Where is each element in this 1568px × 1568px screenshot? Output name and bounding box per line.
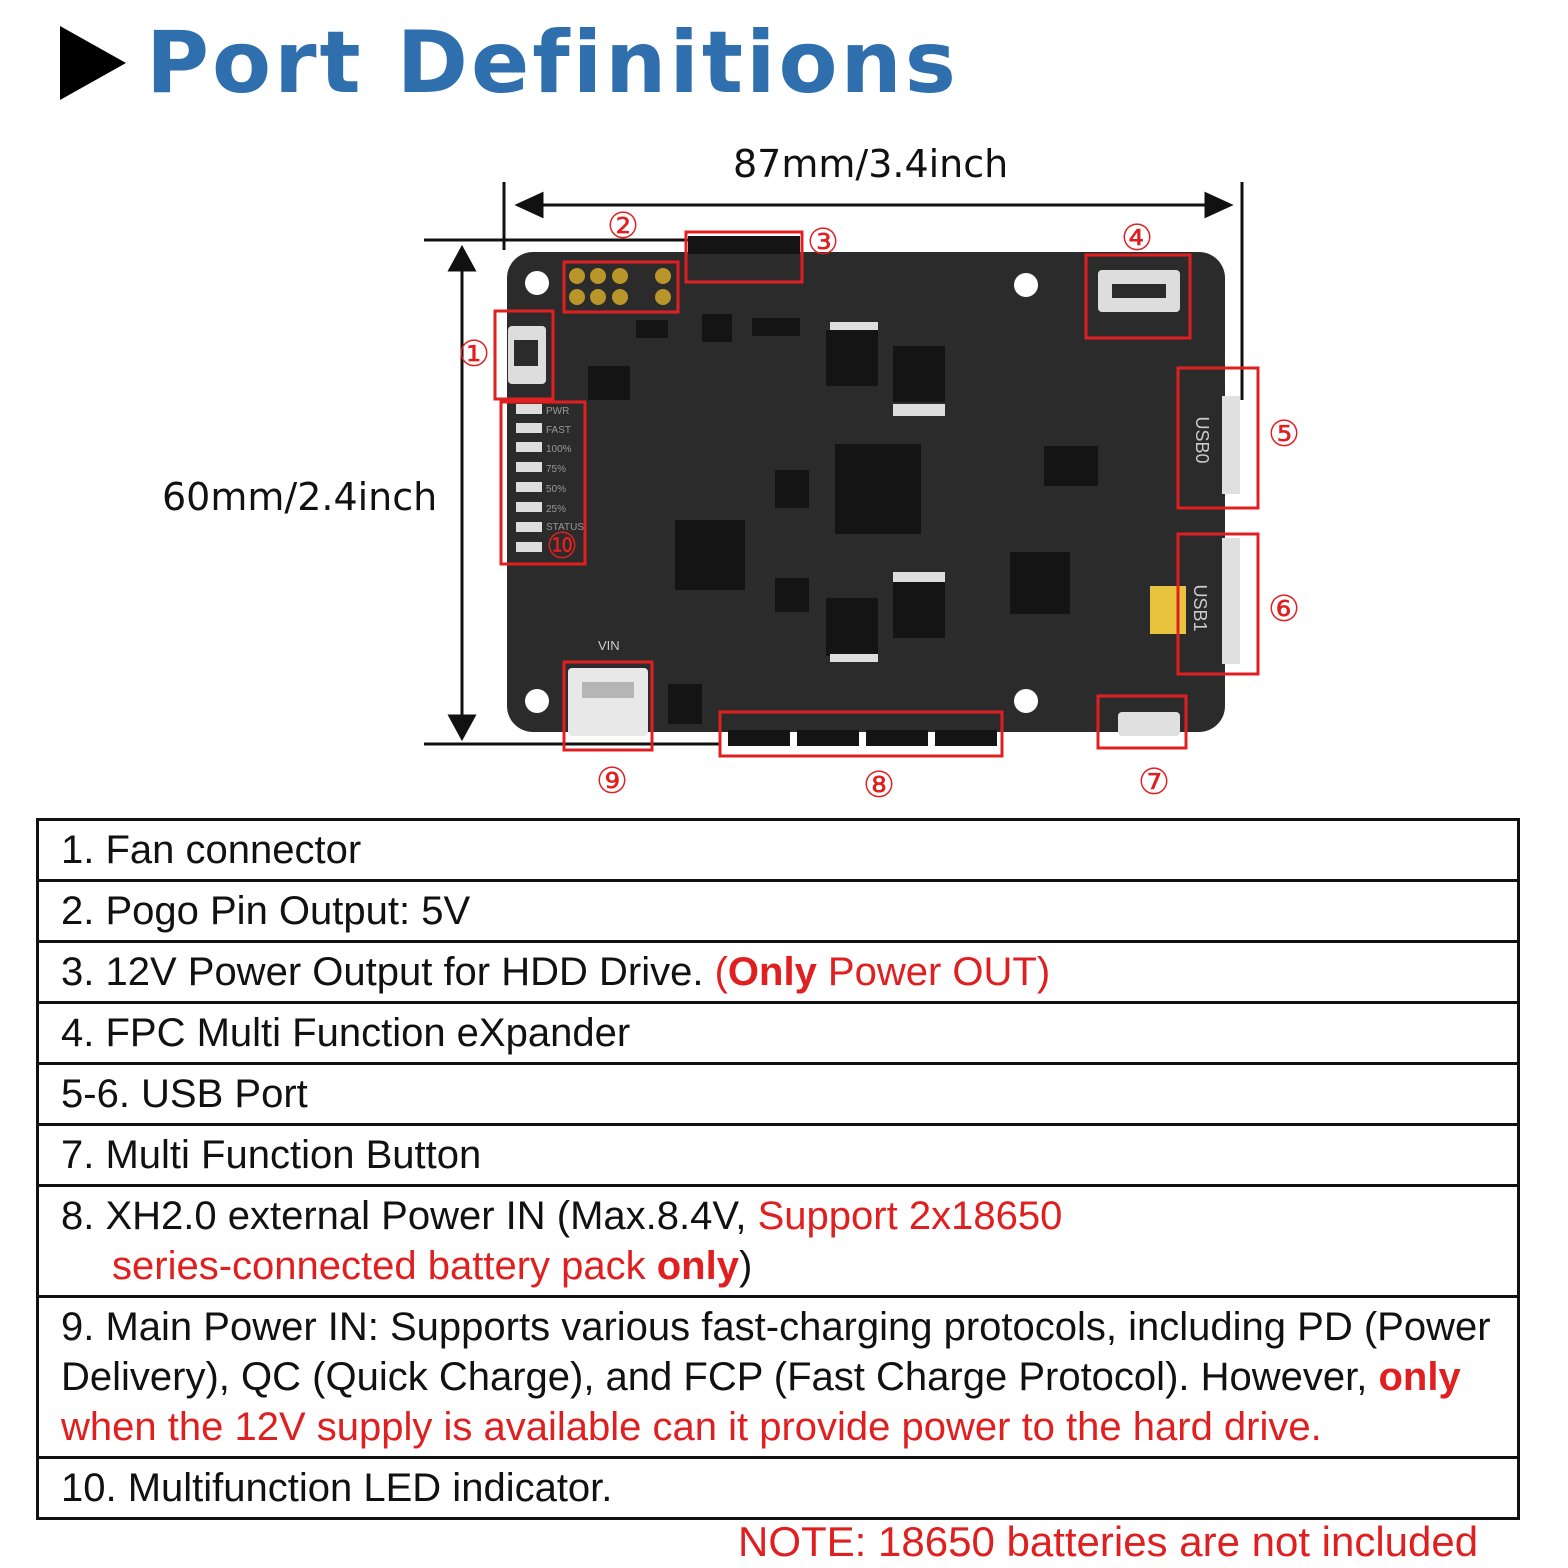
- callout-9: ⑨: [596, 761, 628, 802]
- port-row-4: 4. FPC Multi Function eXpander: [39, 1004, 1517, 1065]
- title-arrow-icon: [60, 26, 126, 100]
- board-diagram: USB0 USB1 VIN PWR FAST 100% 75% 50% 25% …: [424, 182, 1300, 806]
- led-bank: [516, 404, 542, 552]
- yellow-tag: [1150, 586, 1186, 634]
- svg-text:100%: 100%: [546, 444, 572, 455]
- callout-8: ⑧: [863, 765, 895, 806]
- callout-boxes: [493, 230, 1260, 758]
- usb0-label: USB0: [1192, 416, 1212, 463]
- port-row-1: 1. Fan connector: [39, 821, 1517, 882]
- callout-5: ⑤: [1268, 414, 1300, 455]
- chips: [588, 236, 1098, 746]
- port-row-7: 7. Multi Function Button: [39, 1126, 1517, 1187]
- usb-c-port: [568, 668, 648, 736]
- port-row-5-6: 5-6. USB Port: [39, 1065, 1517, 1126]
- svg-text:PWR: PWR: [546, 406, 569, 417]
- light-components: [830, 322, 945, 662]
- svg-text:75%: 75%: [546, 464, 566, 475]
- usb1-label: USB1: [1190, 584, 1210, 631]
- pogo-pin-pads: [569, 268, 671, 305]
- mounting-holes: [525, 271, 1038, 713]
- vin-label: VIN: [598, 638, 620, 653]
- battery-note: NOTE: 18650 batteries are not included: [738, 1518, 1479, 1565]
- led-labels: PWR FAST 100% 75% 50% 25% STATUS: [546, 406, 584, 533]
- button: [1118, 712, 1180, 736]
- callout-10: ⑩: [546, 526, 578, 567]
- port-row-10: 10. Multifunction LED indicator.: [61, 1466, 613, 1510]
- port-row-8: 8. XH2.0 external Power IN (Max.8.4V, Su…: [39, 1187, 1517, 1298]
- fpc-connector: [1098, 270, 1180, 312]
- callout-6: ⑥: [1268, 589, 1300, 630]
- svg-text:25%: 25%: [546, 504, 566, 515]
- callout-7: ⑦: [1138, 762, 1170, 803]
- port-row-2: 2. Pogo Pin Output: 5V: [39, 882, 1517, 943]
- callout-numbers: ① ② ③ ④ ⑤ ⑥ ⑦ ⑧ ⑨ ⑩: [458, 206, 1300, 806]
- port-row-9: 9. Main Power IN: Supports various fast-…: [39, 1298, 1517, 1459]
- callout-4: ④: [1121, 218, 1153, 259]
- svg-text:FAST: FAST: [546, 425, 571, 436]
- height-dimension-label: 60mm/2.4inch: [162, 475, 438, 519]
- callout-1: ①: [458, 334, 490, 375]
- svg-text:STATUS: STATUS: [546, 522, 584, 533]
- width-dimension-label: 87mm/3.4inch: [733, 142, 1009, 186]
- callout-2: ②: [607, 206, 639, 247]
- fan-connector: [508, 326, 546, 384]
- callout-3: ③: [807, 222, 839, 263]
- page-title: Port Definitions: [146, 13, 959, 113]
- dimension-lines: [424, 182, 1244, 746]
- svg-text:50%: 50%: [546, 484, 566, 495]
- port-table: 1. Fan connector 2. Pogo Pin Output: 5V …: [36, 818, 1520, 1520]
- title-block: Port Definitions: [60, 13, 959, 113]
- port-row-3: 3. 12V Power Output for HDD Drive. (Only…: [39, 943, 1517, 1004]
- usb-ports: [1222, 396, 1240, 664]
